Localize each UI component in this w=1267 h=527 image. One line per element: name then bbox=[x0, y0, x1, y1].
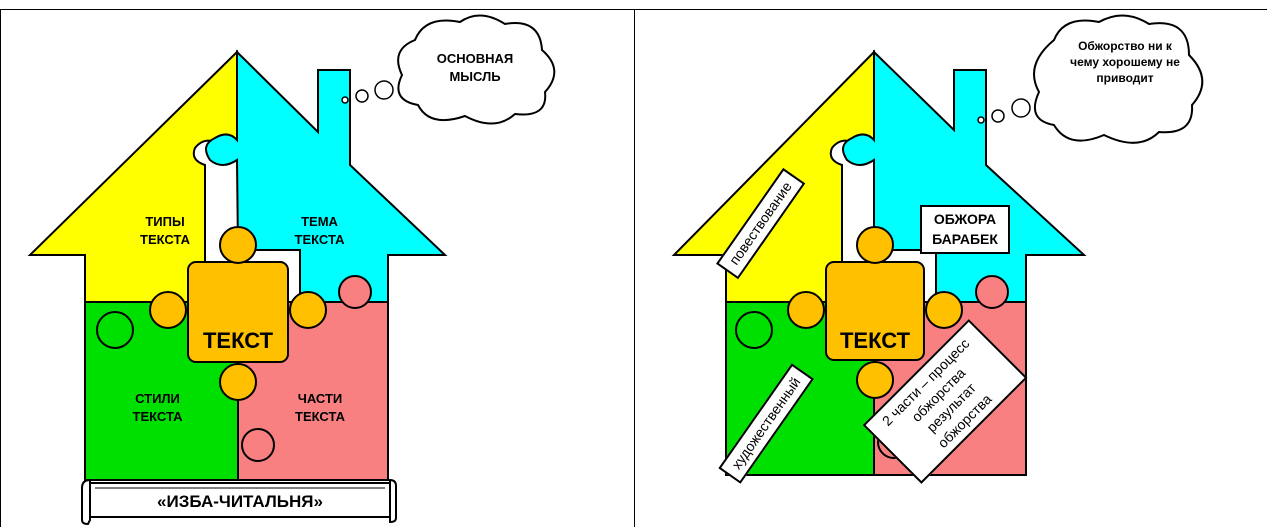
cyan-box-label: ОБЖОРА БАРАБЕК bbox=[920, 205, 1010, 255]
frame-top-line bbox=[0, 9, 1267, 10]
green-knob bbox=[735, 311, 773, 349]
thought-cloud bbox=[397, 14, 556, 125]
scroll-banner bbox=[81, 478, 397, 526]
thought-cloud bbox=[1033, 14, 1204, 144]
yellow-label: ТИПЫ ТЕКСТА bbox=[140, 214, 190, 247]
right-panel: Обжорство ни к чему хорошему не приводит… bbox=[634, 10, 1267, 527]
frame-left-line bbox=[0, 9, 1, 527]
thought-dot-large bbox=[374, 80, 394, 100]
thought-dot-small bbox=[977, 116, 985, 124]
thought-dot-small bbox=[341, 96, 349, 104]
thought-text: ОСНОВНАЯ МЫСЛЬ bbox=[436, 51, 514, 84]
cyan-label: ТЕМА ТЕКСТА bbox=[294, 214, 345, 247]
thought-dot-large bbox=[1011, 98, 1031, 118]
frame-divider-line bbox=[634, 9, 635, 527]
red-knob bbox=[975, 275, 1009, 309]
red-label: ЧАСТИ ТЕКСТА bbox=[295, 391, 345, 424]
left-house-diagram bbox=[27, 14, 556, 526]
green-label: СТИЛИ ТЕКСТА bbox=[132, 391, 183, 424]
thought-dot-medium bbox=[355, 89, 369, 103]
center-label: ТЕКСТ bbox=[202, 328, 274, 353]
red-knob-lower bbox=[241, 428, 275, 462]
scroll-title: «ИЗБА-ЧИТАЛЬНЯ» bbox=[157, 492, 323, 511]
thought-dot-medium bbox=[991, 109, 1005, 123]
center-label: ТЕКСТ bbox=[839, 328, 911, 353]
thought-text: Обжорство ни к чему хорошему не приводит bbox=[1070, 39, 1180, 86]
green-knob bbox=[96, 311, 134, 349]
left-panel: ОСНОВНАЯ МЫСЛЬ ТИПЫ ТЕКСТА ТЕМА ТЕКСТА Т… bbox=[0, 10, 634, 527]
red-knob bbox=[338, 275, 372, 309]
